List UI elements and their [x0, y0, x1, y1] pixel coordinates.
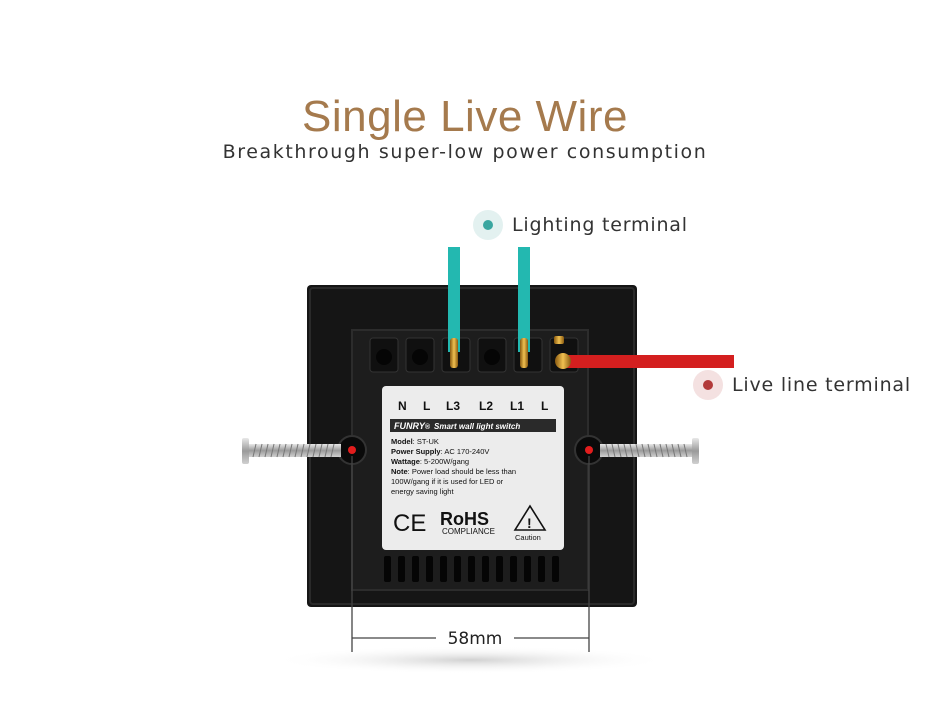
- thread: [252, 443, 257, 458]
- terminal-label-n: N: [398, 399, 407, 413]
- screw-head: [692, 438, 699, 464]
- screw-left-icon: [242, 438, 341, 464]
- live-dot: [703, 380, 713, 390]
- terminal-label-l1: L1: [510, 399, 524, 413]
- thread: [276, 443, 281, 458]
- thread: [629, 443, 634, 458]
- product-name: Smart wall light switch: [434, 422, 520, 431]
- spec-note: Note: Power load should be less than: [391, 467, 516, 476]
- thread: [288, 443, 293, 458]
- thread: [665, 443, 670, 458]
- thread: [653, 443, 658, 458]
- thread: [294, 443, 299, 458]
- vent-slot: [538, 556, 545, 582]
- lighting-wire-l3: [448, 247, 460, 352]
- brass-terminal-l3: [450, 338, 458, 368]
- thread: [611, 443, 616, 458]
- caution-triangle-icon: [513, 504, 547, 531]
- brass-terminal-l1: [520, 338, 528, 368]
- thread: [264, 443, 269, 458]
- lighting-terminal-callout: Lighting terminal: [473, 210, 688, 240]
- caution-label: Caution: [515, 533, 541, 542]
- thread: [617, 443, 622, 458]
- dimension-label: 58mm: [448, 629, 503, 649]
- spec-note-line-3: energy saving light: [391, 487, 454, 496]
- floor-shadow: [270, 646, 670, 674]
- mounting-marker-left: [348, 446, 356, 454]
- thread: [605, 443, 610, 458]
- vent-slot: [482, 556, 489, 582]
- thread: [671, 443, 676, 458]
- thread: [677, 443, 682, 458]
- thread: [641, 443, 646, 458]
- screw-threads: [252, 443, 335, 458]
- terminal-hole: [484, 349, 500, 365]
- brand-bar: [390, 419, 556, 432]
- lighting-terminal-label: Lighting terminal: [512, 214, 688, 236]
- vent-slot: [552, 556, 559, 582]
- vent-slot: [510, 556, 517, 582]
- thread: [659, 443, 664, 458]
- thread: [324, 443, 329, 458]
- vent-slot: [412, 556, 419, 582]
- page-title: Single Live Wire: [302, 92, 628, 141]
- thread: [623, 443, 628, 458]
- live-terminal-marker-icon: [693, 370, 723, 400]
- brand-name: FUNRY®: [394, 421, 431, 431]
- live-terminal-label: Live line terminal: [732, 374, 911, 396]
- spec-wattage: Wattage: 5-200W/gang: [391, 457, 469, 466]
- spec-power: Power Supply: AC 170-240V: [391, 447, 489, 456]
- vent-slot: [524, 556, 531, 582]
- brass-terminal-live: [555, 353, 571, 369]
- terminal-hole: [412, 349, 428, 365]
- thread: [683, 443, 688, 458]
- terminal-label-l3: L3: [446, 399, 460, 413]
- screw-head: [242, 438, 249, 464]
- rohs-compliance: COMPLIANCE: [442, 527, 495, 536]
- live-terminal-callout: Live line terminal: [693, 370, 911, 400]
- brass-terminal-l: [554, 336, 564, 344]
- thread: [270, 443, 275, 458]
- thread: [647, 443, 652, 458]
- thread: [300, 443, 305, 458]
- thread: [312, 443, 317, 458]
- thread: [635, 443, 640, 458]
- vent-slot: [496, 556, 503, 582]
- thread: [306, 443, 311, 458]
- vent-slot: [454, 556, 461, 582]
- live-wire: [566, 355, 734, 368]
- lighting-terminal-marker-icon: [473, 210, 503, 240]
- spec-note-line-2: 100W/gang if it is used for LED or: [391, 477, 504, 486]
- vent-slots: [384, 556, 559, 582]
- thread: [330, 443, 335, 458]
- vent-slot: [426, 556, 433, 582]
- vent-slot: [468, 556, 475, 582]
- mounting-marker-right: [585, 446, 593, 454]
- rohs-mark: RoHS: [440, 509, 489, 529]
- lighting-wire-l1: [518, 247, 530, 352]
- terminal-label-l-live: L: [541, 399, 548, 413]
- screw-right-icon: [600, 438, 699, 464]
- vent-slot: [398, 556, 405, 582]
- screw-shaft: [600, 444, 692, 457]
- spec-model: Model: ST-UK: [391, 437, 439, 446]
- thread: [282, 443, 287, 458]
- thread: [258, 443, 263, 458]
- lighting-dot: [483, 220, 493, 230]
- caution-exclamation-icon: !: [527, 515, 532, 531]
- spec-lines: Model: ST-UK Power Supply: AC 170-240V W…: [391, 437, 516, 496]
- ce-mark-icon: CE: [393, 510, 426, 537]
- terminal-label-l: L: [423, 399, 430, 413]
- terminal-hole: [376, 349, 392, 365]
- terminal-label-l2: L2: [479, 399, 493, 413]
- thread: [318, 443, 323, 458]
- vent-slot: [440, 556, 447, 582]
- page-subtitle: Breakthrough super-low power consumption: [222, 141, 708, 163]
- screw-threads: [605, 443, 688, 458]
- vent-slot: [384, 556, 391, 582]
